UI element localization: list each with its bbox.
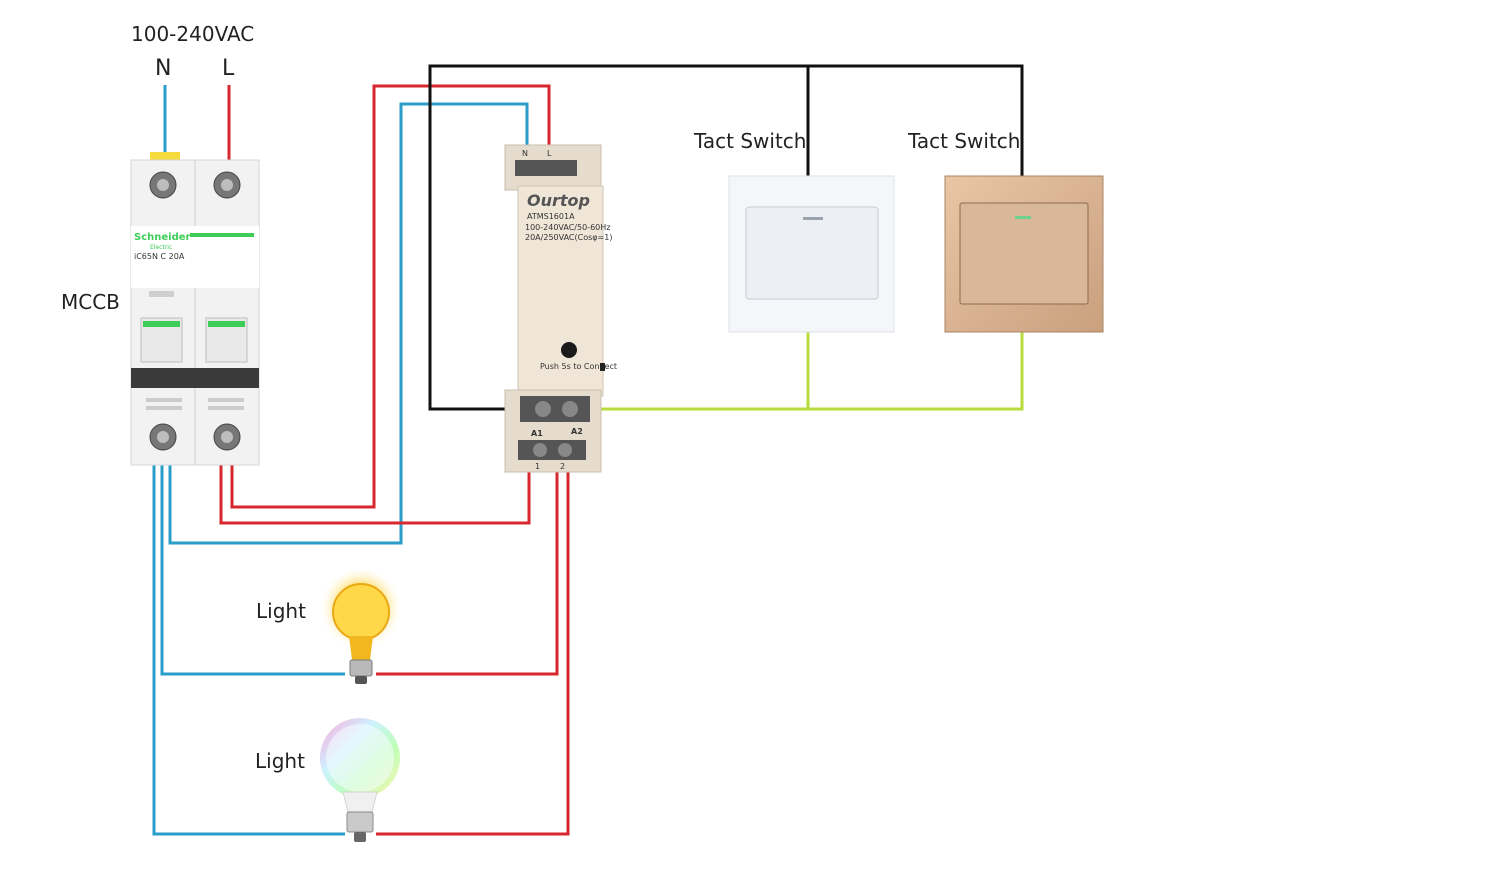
live-to-input-wire (219, 462, 531, 525)
breaker-brand: Schneider (134, 232, 191, 243)
mccb-breaker: Schneider Electric iC65N C 20A (130, 152, 260, 466)
live-to-module-wire (230, 84, 551, 509)
module-spec1: 100-240VAC/50-60Hz (525, 223, 610, 232)
switch-return-wire (598, 332, 1024, 411)
module-brand: Ourtop (527, 191, 590, 210)
smart-switch-module: N L Ourtop ATMS1601A 100-240VAC/50-60Hz … (504, 144, 617, 473)
pairing-button-text: Push 5s to Connect (540, 362, 617, 371)
neutral-to-module-wire (168, 102, 529, 545)
control-common-wire (428, 64, 1024, 411)
rgb-led-bulb-icon (320, 718, 400, 842)
light2-label: Light (255, 749, 305, 773)
live-label: L (222, 56, 235, 81)
breaker-model: iC65N C 20A (134, 252, 185, 261)
incandescent-bulb-icon (319, 570, 403, 684)
module-a2: A2 (571, 427, 583, 436)
breaker-brand-sub: Electric (150, 244, 172, 251)
neutral-label: N (155, 56, 171, 81)
supply-voltage-label: 100-240VAC (131, 22, 254, 46)
wires (152, 64, 1024, 836)
module-model: ATMS1601A (527, 212, 575, 221)
light1-label: Light (256, 599, 306, 623)
switch1-label: Tact Switch (693, 129, 806, 153)
module-top-l: L (547, 149, 552, 158)
module-out1: 1 (535, 462, 540, 471)
neutral-light2-wire (152, 462, 345, 836)
output2-light2-wire (376, 470, 570, 836)
module-out2: 2 (560, 462, 565, 471)
tact-switch-gold[interactable] (944, 175, 1104, 333)
module-top-n: N (522, 149, 528, 158)
module-a1: A1 (531, 429, 543, 438)
neutral-light1-wire (160, 462, 345, 676)
module-spec2: 20A/250VAC(Cosφ=1) (525, 233, 612, 242)
switch2-label: Tact Switch (907, 129, 1020, 153)
pairing-button[interactable] (561, 342, 577, 358)
mccb-label: MCCB (61, 290, 120, 314)
output1-light1-wire (376, 470, 559, 676)
tact-switch-white[interactable] (728, 175, 895, 333)
